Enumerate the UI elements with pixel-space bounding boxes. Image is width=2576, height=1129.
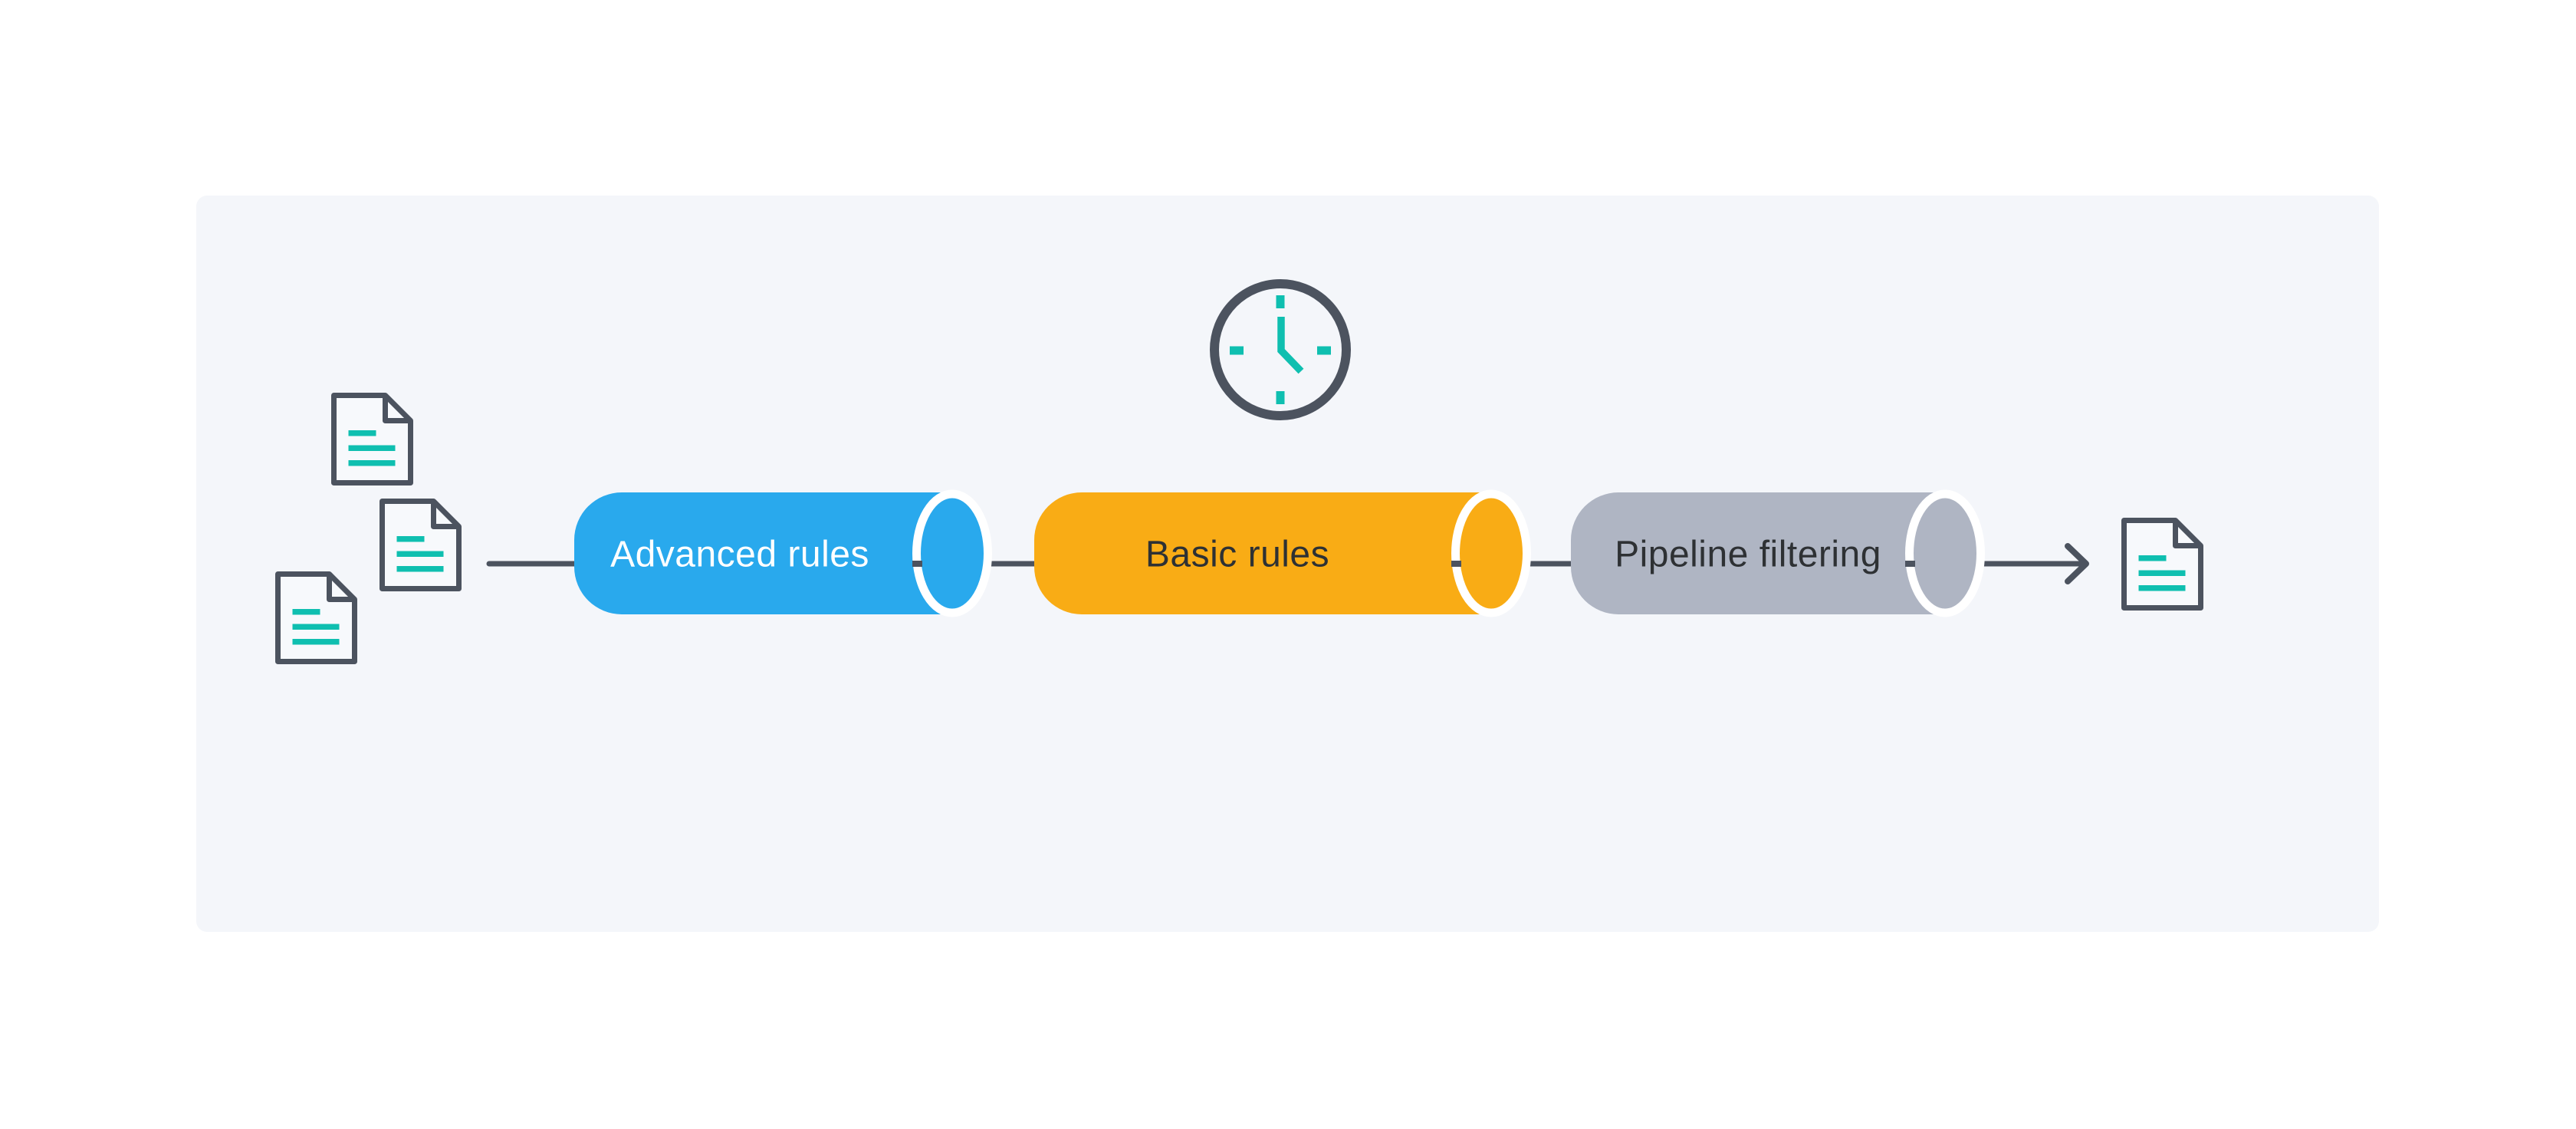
connector-notch <box>912 561 922 567</box>
stage-body <box>574 492 952 614</box>
clock-tick-9 <box>1230 346 1244 355</box>
document-icon <box>2124 521 2201 608</box>
stage-label-basic-rules: Basic rules <box>1145 535 1329 575</box>
clock-face-ring <box>1210 279 1351 420</box>
connector-notch <box>1905 561 1915 567</box>
document-icon <box>334 396 411 483</box>
connector-notch <box>1451 561 1461 567</box>
clock-icon <box>1210 279 1351 420</box>
clock-tick-6 <box>1276 391 1285 404</box>
document-icon <box>383 502 459 589</box>
stage-end-cap <box>912 489 992 617</box>
stage-label-advanced-rules: Advanced rules <box>610 535 869 575</box>
stage-end-cap <box>1451 489 1531 617</box>
stage-body <box>1571 492 1945 614</box>
clock-hands <box>1277 317 1304 374</box>
stage-body <box>1034 492 1491 614</box>
clock-tick-3 <box>1317 346 1331 355</box>
pipeline-stage-pipeline-filtering: Pipeline filtering <box>1571 489 1985 617</box>
document-icon <box>278 574 355 662</box>
arrow-right-icon <box>2065 543 2089 584</box>
pipeline-stage-basic-rules: Basic rules <box>1034 489 1531 617</box>
stage-end-cap <box>1905 489 1985 617</box>
output-document <box>2124 521 2201 608</box>
pipeline-stage-advanced-rules: Advanced rules <box>574 489 992 617</box>
clock-tick-12 <box>1276 295 1285 308</box>
stage-label-pipeline-filtering: Pipeline filtering <box>1615 535 1881 575</box>
